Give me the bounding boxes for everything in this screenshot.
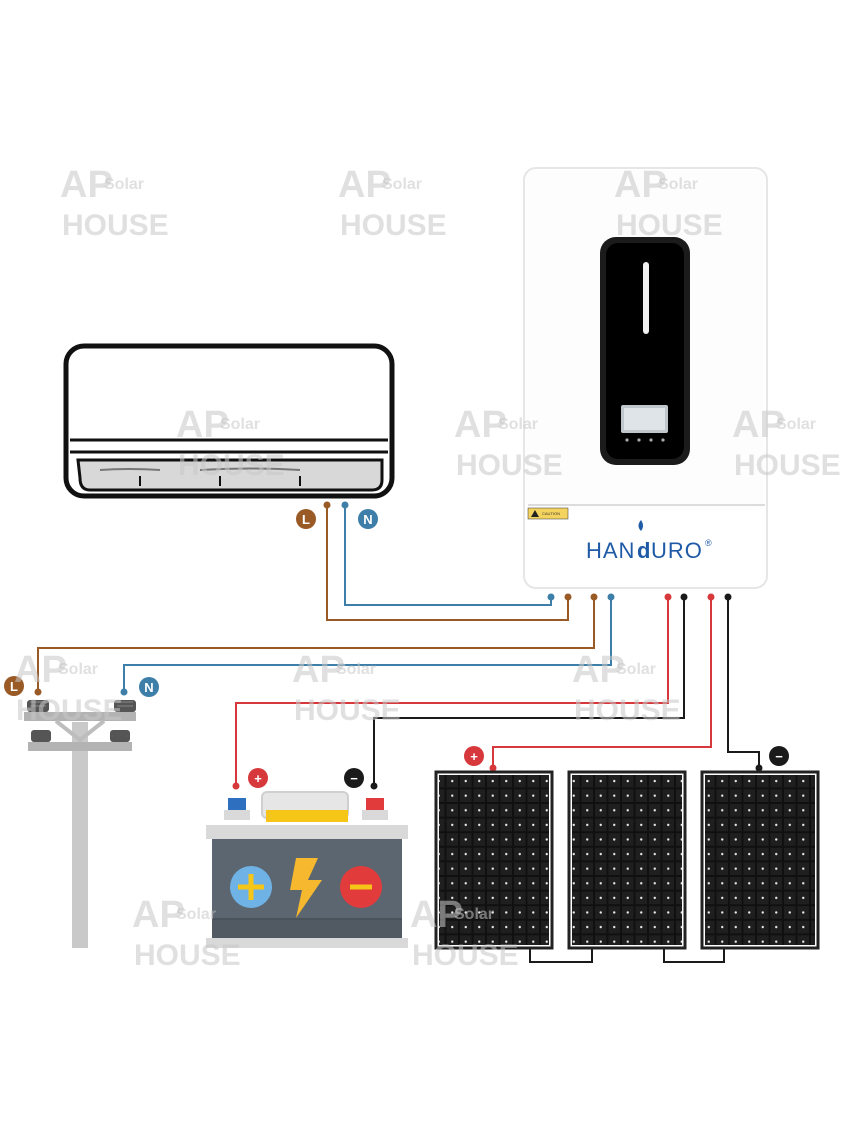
watermark: AP Solar HOUSE <box>338 164 447 242</box>
svg-text:Solar: Solar <box>104 176 144 193</box>
svg-text:HOUSE: HOUSE <box>294 694 401 727</box>
grid-neutral-label: N <box>144 680 153 695</box>
watermark: AP Solar HOUSE <box>614 164 723 242</box>
svg-text:HOUSE: HOUSE <box>574 694 681 727</box>
svg-text:AP: AP <box>292 649 345 691</box>
svg-text:AP: AP <box>732 404 785 446</box>
watermark: AP Solar HOUSE <box>176 404 285 482</box>
inverter-icon: CAUTION HAN d URO ® <box>523 167 768 589</box>
watermark: AP Solar HOUSE <box>410 894 519 972</box>
watermark: AP Solar HOUSE <box>572 649 681 727</box>
svg-text:AP: AP <box>614 164 667 206</box>
watermark: AP Solar HOUSE <box>132 894 241 972</box>
grid-neutral-badge: N <box>139 677 159 697</box>
watermark-group: AP Solar HOUSE AP Solar HOUSE AP Solar H… <box>14 164 841 972</box>
battery-positive-badge: + <box>248 768 268 788</box>
svg-text:AP: AP <box>338 164 391 206</box>
watermark: AP Solar HOUSE <box>732 404 841 482</box>
svg-text:HOUSE: HOUSE <box>616 209 723 242</box>
pv-negative-badge: − <box>769 746 789 766</box>
air-conditioner-icon <box>63 343 395 499</box>
watermark: AP Solar HOUSE <box>14 649 123 727</box>
svg-text:HOUSE: HOUSE <box>340 209 447 242</box>
svg-text:Solar: Solar <box>336 661 376 678</box>
watermark: AP Solar HOUSE <box>454 404 563 482</box>
svg-text:Solar: Solar <box>454 906 494 923</box>
svg-text:Solar: Solar <box>776 416 816 433</box>
battery-negative-wire <box>373 597 685 786</box>
caution-text: CAUTION <box>542 511 560 516</box>
svg-text:Solar: Solar <box>616 661 656 678</box>
svg-text:AP: AP <box>454 404 507 446</box>
svg-text:HOUSE: HOUSE <box>16 694 123 727</box>
watermark: AP Solar HOUSE <box>292 649 401 727</box>
grid-live-label: L <box>10 679 18 694</box>
ac-live-label: L <box>302 512 310 527</box>
watermark: AP Solar HOUSE <box>60 164 169 242</box>
ac-live-badge: L <box>296 509 316 529</box>
grid-live-wire <box>37 597 595 692</box>
brand-name-mid: d <box>637 538 651 563</box>
battery-negative-label: − <box>350 771 358 786</box>
solar-panel-icon <box>700 770 820 950</box>
svg-text:Solar: Solar <box>220 416 260 433</box>
svg-text:HOUSE: HOUSE <box>178 449 285 482</box>
svg-text:AP: AP <box>60 164 113 206</box>
caution-label: CAUTION <box>527 507 569 520</box>
lightning-icon <box>290 858 322 918</box>
solar-panel-icon <box>567 770 687 950</box>
registered-mark: ® <box>705 538 712 548</box>
svg-text:HOUSE: HOUSE <box>734 449 841 482</box>
brand-name-right: URO <box>651 538 703 563</box>
brand-name-left: HAN <box>586 538 635 563</box>
svg-text:Solar: Solar <box>658 176 698 193</box>
svg-text:HOUSE: HOUSE <box>134 939 241 972</box>
brand-logo: HAN d URO ® <box>586 520 712 563</box>
battery-positive-wire <box>235 597 669 786</box>
svg-text:Solar: Solar <box>498 416 538 433</box>
svg-text:AP: AP <box>410 894 463 936</box>
pv-negative-label: − <box>775 749 783 764</box>
ac-neutral-badge: N <box>358 509 378 529</box>
ac-neutral-wire <box>344 505 552 606</box>
svg-text:HOUSE: HOUSE <box>456 449 563 482</box>
pv-positive-badge: + <box>464 746 484 766</box>
svg-text:Solar: Solar <box>58 661 98 678</box>
pv-negative-wire <box>727 597 760 768</box>
ac-live-wire <box>326 505 569 621</box>
pv-positive-wire <box>492 597 712 768</box>
svg-text:HOUSE: HOUSE <box>412 939 519 972</box>
utility-pole-icon <box>24 700 136 948</box>
svg-text:Solar: Solar <box>382 176 422 193</box>
svg-text:Solar: Solar <box>176 906 216 923</box>
grid-neutral-wire <box>123 597 612 692</box>
panel-link-1 <box>529 948 593 963</box>
svg-text:AP: AP <box>132 894 185 936</box>
pv-positive-label: + <box>470 749 478 764</box>
battery-positive-label: + <box>254 771 262 786</box>
battery-negative-badge: − <box>344 768 364 788</box>
grid-live-badge: L <box>4 676 24 696</box>
battery-icon <box>206 791 408 948</box>
wire-terminal-dots <box>34 501 763 790</box>
svg-text:AP: AP <box>14 649 67 691</box>
wires <box>37 505 760 963</box>
svg-text:AP: AP <box>572 649 625 691</box>
ac-neutral-label: N <box>363 512 372 527</box>
svg-text:AP: AP <box>176 404 229 446</box>
panel-link-2 <box>663 948 725 963</box>
solar-panel-array <box>434 770 820 950</box>
svg-text:HOUSE: HOUSE <box>62 209 169 242</box>
solar-panel-icon <box>434 770 554 950</box>
